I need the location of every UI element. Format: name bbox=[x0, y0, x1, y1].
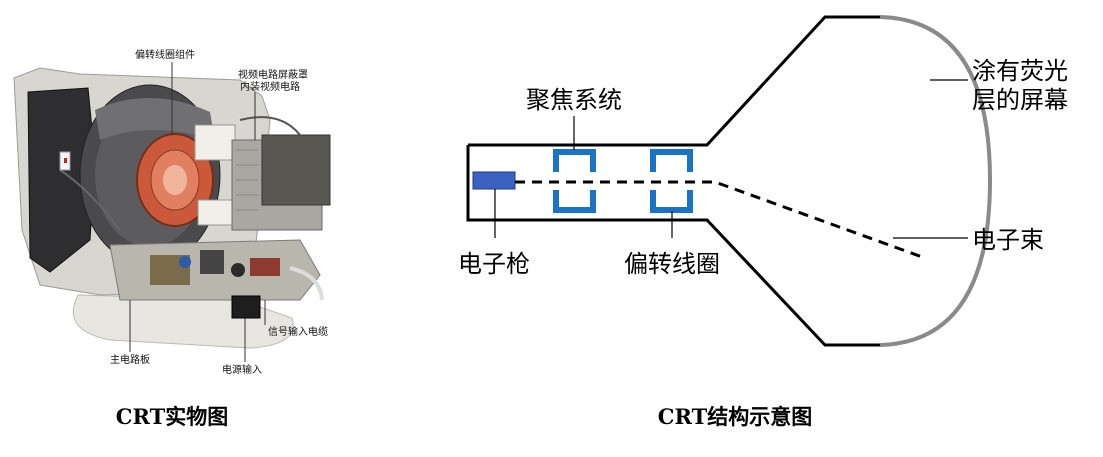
label-main-board: 主电路板 bbox=[110, 353, 150, 366]
label-electron-gun: 电子枪 bbox=[458, 250, 530, 278]
phosphor-screen bbox=[879, 15, 993, 347]
label-focus-system: 聚焦系统 bbox=[526, 86, 622, 114]
label-deflection-assembly: 偏转线圈组件 bbox=[135, 48, 195, 61]
label-electron-beam: 电子束 bbox=[972, 226, 1044, 254]
electron-gun bbox=[472, 171, 516, 190]
label-video-shield-line1: 视频电路屏蔽罩 bbox=[238, 68, 308, 81]
diagram-caption: CRT结构示意图 bbox=[658, 404, 812, 429]
tube-outline-bottom bbox=[466, 145, 880, 347]
crt-schematic: 聚焦系统 电子枪 偏转线圈 电子束 涂有荧光 层的屏幕 bbox=[458, 15, 1068, 347]
electron-beam bbox=[515, 180, 926, 260]
label-video-shield-line2: 内装视频电路 bbox=[240, 80, 300, 93]
photo-caption: CRT实物图 bbox=[116, 404, 228, 429]
label-power-input: 电源输入 bbox=[222, 363, 262, 376]
tube-outline-top bbox=[468, 15, 880, 147]
label-screen-line1: 涂有荧光 bbox=[972, 57, 1068, 85]
label-deflection-coil: 偏转线圈 bbox=[624, 250, 720, 278]
focus-system-coil bbox=[553, 149, 596, 213]
crt-photo: 偏转线圈组件 视频电路屏蔽罩 内装视频电路 主电路板 信号输入电缆 电源输入 bbox=[13, 48, 331, 376]
label-signal-cable: 信号输入电缆 bbox=[268, 325, 328, 338]
deflection-coil bbox=[650, 149, 693, 213]
label-screen-line2: 层的屏幕 bbox=[972, 86, 1068, 114]
